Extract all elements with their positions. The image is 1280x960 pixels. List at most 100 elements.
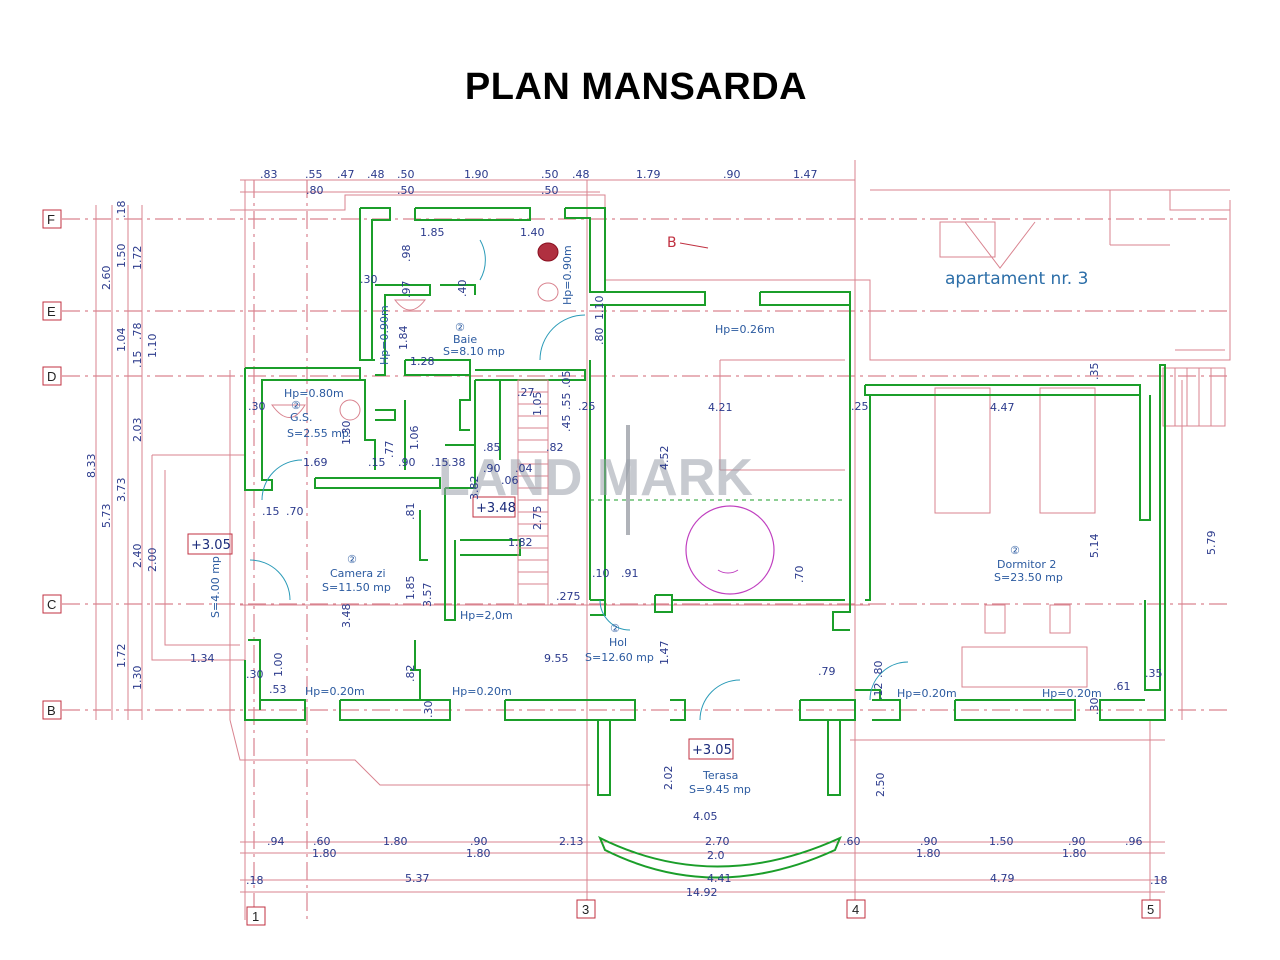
interior-dim: .15 <box>262 505 280 518</box>
interior-dim: .82 <box>546 441 564 454</box>
interior-dim: 1.05 <box>531 392 544 417</box>
interior-dim: .81 <box>404 503 417 521</box>
room-baie-area: S=8.10 mp <box>443 345 505 358</box>
axis-lines <box>62 180 1230 920</box>
left-dim: 8.33 <box>85 454 98 479</box>
bottom-dim: 2.70 <box>705 835 730 848</box>
interior-dim: .12 <box>872 683 885 701</box>
left-dim: 1.50 <box>115 244 128 269</box>
top-dim: .50 <box>397 184 415 197</box>
bottom-dim: 2.0 <box>707 849 725 862</box>
height-note: Hp=0.20m <box>305 685 365 698</box>
bottom-dim: 1.80 <box>916 847 941 860</box>
interior-dim: .30 <box>1088 698 1101 716</box>
height-notes: Hp=0.80m Hp=0.90m Hp=0.90m Hp=0.26m Hp=2… <box>284 245 1102 700</box>
left-dim: 2.00 <box>146 548 159 573</box>
interior-dim: 1.85 <box>420 226 445 239</box>
bottom-dim: .90 <box>920 835 938 848</box>
interior-dim: .35 <box>1145 667 1163 680</box>
height-note: Hp=0.20m <box>897 687 957 700</box>
bottom-dim: 2.13 <box>559 835 584 848</box>
room-hol-name: Hol <box>609 636 627 649</box>
interior-dim: 4.21 <box>708 401 733 414</box>
bottom-dim: 1.80 <box>312 847 337 860</box>
interior-dim: .80 <box>593 328 606 346</box>
room-gs-number: ② <box>291 399 301 412</box>
height-note: Hp=0.20m <box>1042 687 1102 700</box>
interior-dim: 1.10 <box>593 296 606 321</box>
interior-dim: .38 <box>448 456 466 469</box>
interior-dim: 1.85 <box>404 576 417 601</box>
interior-dim: 1.06 <box>408 426 421 451</box>
level-markers: +3.05 +3.48 +3.05 <box>187 496 734 760</box>
interior-dim: .98 <box>400 245 413 263</box>
room-camera-zi-area: S=11.50 mp <box>322 581 391 594</box>
bottom-dim: .90 <box>1068 835 1086 848</box>
interior-dim: 4.52 <box>658 446 671 471</box>
room-labels: ② Baie S=8.10 mp ② G.S. S=2.55 mp ② Came… <box>209 321 1063 796</box>
bottom-dim: 1.80 <box>1062 847 1087 860</box>
axis-label-5: 5 <box>1147 902 1154 917</box>
top-dim: 1.79 <box>636 168 661 181</box>
bottom-dim: .94 <box>267 835 285 848</box>
interior-dim: .61 <box>1113 680 1131 693</box>
height-note: Hp=0.26m <box>715 323 775 336</box>
interior-dim: 5.14 <box>1088 534 1101 559</box>
interior-dim: .15 <box>368 456 386 469</box>
interior-dim: .25 <box>851 400 869 413</box>
bottom-dim: .60 <box>313 835 331 848</box>
interior-dim: .05 <box>560 371 573 389</box>
left-dim: 1.30 <box>131 666 144 691</box>
bottom-dim: .96 <box>1125 835 1143 848</box>
interior-dim: .30 <box>422 701 435 719</box>
right-dim: 5.79 <box>1205 531 1218 556</box>
axis-label-1: 1 <box>252 909 259 924</box>
stairs <box>517 379 549 606</box>
interior-dim: 1.28 <box>410 355 435 368</box>
interior-dim: .10 <box>592 567 610 580</box>
height-note: Hp=0.80m <box>284 387 344 400</box>
room-hol-number: ② <box>610 622 620 635</box>
left-dim: .18 <box>115 201 128 219</box>
balcony-area: S=4.00 mp <box>209 556 222 618</box>
section-mark: B <box>667 235 677 251</box>
interior-dim: 3.48 <box>340 604 353 629</box>
interior-dim: 2.02 <box>662 766 675 791</box>
height-note: Hp=0.90m <box>378 305 391 365</box>
interior-dim: .77 <box>383 441 396 459</box>
interior-dim: 2.75 <box>531 506 544 531</box>
room-camera-zi-number: ② <box>347 553 357 566</box>
left-dim: 5.73 <box>100 504 113 529</box>
interior-dim: .82 <box>404 665 417 683</box>
top-dim: .80 <box>306 184 324 197</box>
interior-dimensions: 1.85 1.40 .98 .30 .97 .40 1.10 .80 4.21 … <box>190 226 1163 823</box>
left-dim: .78 <box>131 323 144 341</box>
left-dim: 1.04 <box>115 328 128 353</box>
bottom-dim: 5.37 <box>405 872 430 885</box>
left-dim: 1.72 <box>131 246 144 271</box>
left-dim: 2.03 <box>131 418 144 443</box>
interior-dim: 1.69 <box>303 456 328 469</box>
interior-dim: .04 <box>515 462 533 475</box>
bottom-dim: 4.79 <box>990 872 1015 885</box>
top-dim: .50 <box>541 168 559 181</box>
interior-dim: 1.40 <box>520 226 545 239</box>
interior-dim: .40 <box>456 280 469 298</box>
bottom-dim: .90 <box>470 835 488 848</box>
top-dim: 1.90 <box>464 168 489 181</box>
room-gs-name: G.S. <box>290 411 313 424</box>
interior-dim: .06 <box>501 474 519 487</box>
interior-dim: 1.47 <box>658 641 671 666</box>
room-terasa-name: Terasa <box>702 769 738 782</box>
bottom-total-dim: 14.92 <box>686 886 718 899</box>
left-dim: 1.72 <box>115 644 128 669</box>
interior-dim: 1.82 <box>508 536 533 549</box>
left-dim: 3.73 <box>115 478 128 503</box>
interior-dim: .70 <box>286 505 304 518</box>
top-dim: .55 <box>305 168 323 181</box>
interior-dim: .70 <box>793 566 806 584</box>
bottom-dim: .18 <box>246 874 264 887</box>
room-hol-area: S=12.60 mp <box>585 651 654 664</box>
watermark-text: LAND MARK <box>438 449 753 507</box>
